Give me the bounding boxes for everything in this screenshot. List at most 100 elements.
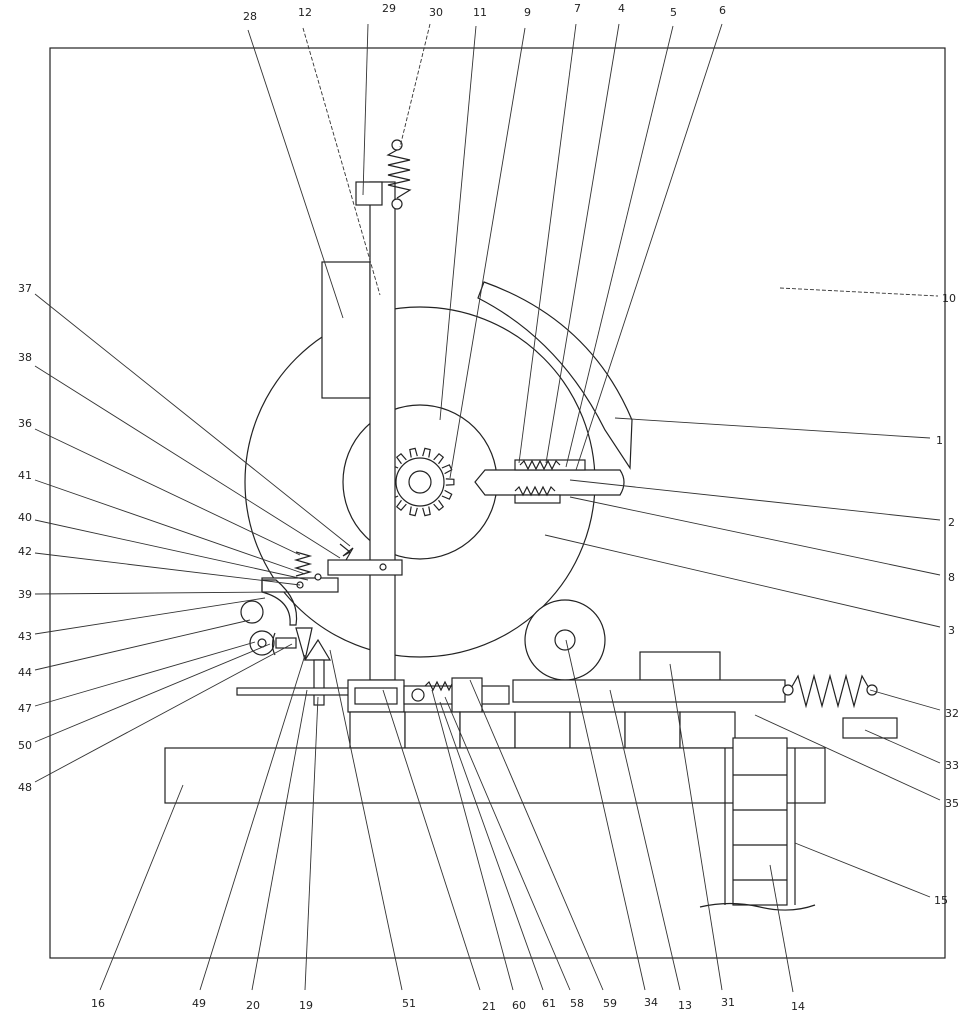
wheel-34	[525, 600, 605, 680]
base-16	[165, 748, 825, 803]
reference-numeral: 30	[429, 6, 443, 19]
reference-numeral: 41	[18, 469, 32, 482]
block-59	[452, 678, 482, 712]
reference-numeral: 47	[18, 702, 32, 715]
reference-numeral: 10	[942, 292, 956, 305]
leader-line	[400, 24, 430, 147]
reference-numeral: 60	[512, 999, 526, 1012]
leader-line	[305, 697, 318, 990]
leader-line	[570, 497, 940, 575]
block-31	[640, 652, 720, 680]
leader-line	[35, 644, 270, 742]
roller-43	[241, 601, 263, 623]
pin	[315, 574, 321, 580]
reference-numeral: 33	[945, 759, 959, 772]
frame-border	[50, 48, 945, 958]
leader-line	[303, 28, 380, 295]
leader-line	[795, 843, 930, 897]
reference-numeral: 29	[382, 2, 396, 15]
reference-numeral: 32	[945, 707, 959, 720]
pin	[867, 685, 877, 695]
spring-32	[790, 676, 870, 706]
reference-numeral: 11	[473, 6, 487, 19]
leader-line	[519, 24, 576, 463]
reference-numeral: 13	[678, 999, 692, 1012]
block-33	[843, 718, 897, 738]
leader-line	[35, 480, 305, 574]
pin	[783, 685, 793, 695]
pin	[392, 199, 402, 209]
slider-block	[328, 560, 402, 575]
reference-numeral: 15	[934, 894, 948, 907]
leader-line	[440, 26, 476, 420]
blade-guard	[478, 282, 632, 468]
vertical-bar	[370, 182, 395, 680]
reference-numeral: 40	[18, 511, 32, 524]
leader-line	[780, 288, 938, 296]
reference-numeral: 16	[91, 997, 105, 1010]
reference-numeral: 35	[945, 797, 959, 810]
reference-numeral: 21	[482, 1000, 496, 1013]
reference-numeral: 61	[542, 997, 556, 1010]
plate-13	[513, 680, 785, 702]
reference-numeral: 3	[948, 624, 955, 637]
reference-numeral: 50	[18, 739, 32, 752]
reference-numeral: 6	[719, 4, 726, 17]
reference-numeral: 28	[243, 10, 257, 23]
block-row	[350, 712, 735, 748]
shaft	[276, 638, 296, 648]
gear-hub	[396, 458, 444, 506]
roller-47	[250, 631, 274, 655]
leader-line	[545, 535, 940, 627]
reference-numeral: 1	[936, 434, 943, 447]
leader-line	[576, 24, 722, 470]
leader-line	[35, 592, 280, 594]
reference-numeral: 38	[18, 351, 32, 364]
spring-37	[340, 544, 353, 560]
spring-41	[296, 552, 310, 576]
reference-numeral: 4	[618, 2, 625, 15]
block-28	[322, 262, 370, 398]
shaft-19	[314, 660, 324, 705]
leader-line	[35, 553, 300, 585]
reference-numeral: 36	[18, 417, 32, 430]
reference-numeral: 48	[18, 781, 32, 794]
leader-line	[363, 24, 368, 195]
block-29	[356, 182, 382, 205]
reference-numeral: 39	[18, 588, 32, 601]
leader-line	[870, 690, 940, 710]
reference-numeral: 59	[603, 997, 617, 1010]
pin	[412, 689, 424, 701]
reference-numeral: 34	[644, 996, 658, 1009]
reference-numeral: 58	[570, 997, 584, 1010]
reference-numeral: 43	[18, 630, 32, 643]
leader-line	[35, 429, 300, 555]
leader-line	[615, 418, 930, 438]
leader-line	[865, 730, 940, 763]
leader-line	[35, 520, 308, 580]
reference-numeral: 31	[721, 996, 735, 1009]
block-21	[348, 680, 404, 712]
reference-numeral: 2	[948, 516, 955, 529]
reference-numeral: 8	[948, 571, 955, 584]
leader-line	[35, 620, 250, 670]
leader-line	[450, 28, 525, 478]
reference-numeral: 9	[524, 6, 531, 19]
reference-numeral: 44	[18, 666, 32, 679]
spring-housing-bottom	[515, 495, 560, 503]
reference-numeral: 14	[791, 1000, 805, 1013]
reference-numeral: 37	[18, 282, 32, 295]
leader-line	[35, 294, 350, 546]
reference-numeral: 42	[18, 545, 32, 558]
leader-line	[35, 598, 265, 634]
reference-numeral: 12	[298, 6, 312, 19]
leader-line	[248, 30, 343, 318]
reference-numeral: 49	[192, 997, 206, 1010]
reference-numeral: 5	[670, 6, 677, 19]
reference-numeral: 7	[574, 2, 581, 15]
reference-numeral: 51	[402, 997, 416, 1010]
reference-numeral: 19	[299, 999, 313, 1012]
leader-line	[200, 655, 305, 990]
leader-line	[100, 785, 183, 990]
